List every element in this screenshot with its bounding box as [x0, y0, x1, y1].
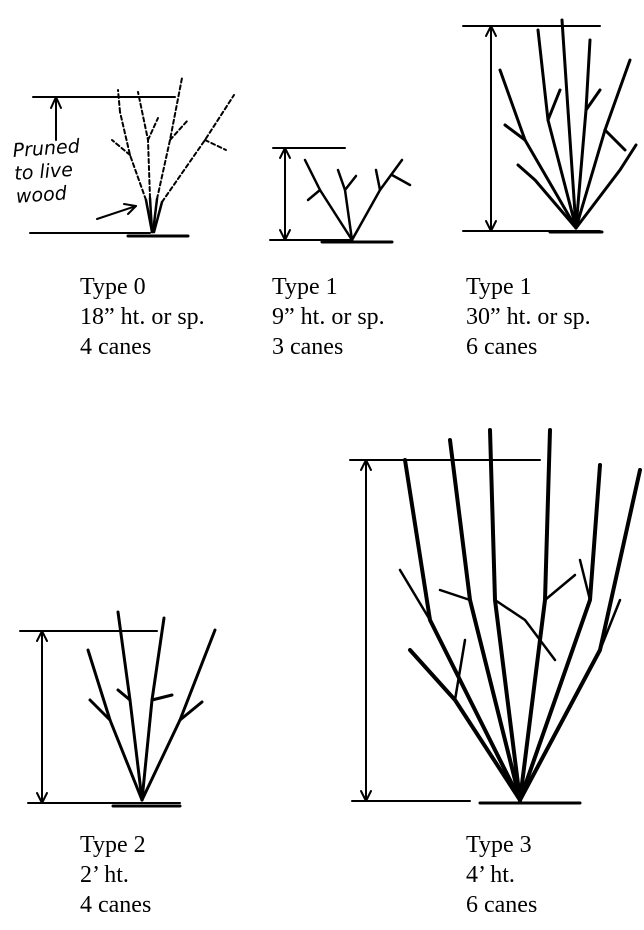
caption-type: Type 1 [272, 272, 385, 302]
caption-type: Type 2 [80, 830, 151, 860]
plant-type-3-drawing [350, 430, 640, 803]
annotation-pruned-to-live-wood: Pruned to live wood [12, 135, 84, 209]
caption-canes: 6 canes [466, 890, 537, 920]
height-measure-type-2 [20, 631, 180, 803]
caption-size: 4’ ht. [466, 860, 537, 890]
caption-type-1-tall: Type 1 30” ht. or sp. 6 canes [466, 272, 591, 362]
caption-type: Type 3 [466, 830, 537, 860]
caption-canes: 3 canes [272, 332, 385, 362]
caption-type-0: Type 0 18” ht. or sp. 4 canes [80, 272, 205, 362]
height-measure-type-1-small [270, 148, 350, 240]
cane-stubs-type-0 [146, 198, 162, 232]
plant-type-2-drawing [20, 612, 215, 806]
plant-type-1-tall-drawing [463, 20, 636, 232]
caption-size: 9” ht. or sp. [272, 302, 385, 332]
caption-type-2: Type 2 2’ ht. 4 canes [80, 830, 151, 920]
caption-canes: 4 canes [80, 332, 205, 362]
height-measure-type-3 [350, 460, 540, 801]
caption-type: Type 0 [80, 272, 205, 302]
caption-canes: 4 canes [80, 890, 151, 920]
caption-size: 2’ ht. [80, 860, 151, 890]
caption-size: 18” ht. or sp. [80, 302, 205, 332]
canes-type-3 [405, 430, 640, 800]
caption-size: 30” ht. or sp. [466, 302, 591, 332]
annotation-line-3: wood [15, 181, 84, 209]
caption-type-3: Type 3 4’ ht. 6 canes [466, 830, 537, 920]
plant-type-1-small-drawing [270, 148, 410, 242]
caption-type: Type 1 [466, 272, 591, 302]
canes-type-1-small [305, 160, 410, 240]
caption-canes: 6 canes [466, 332, 591, 362]
canes-type-2 [88, 612, 215, 800]
canes-type-1-tall [500, 20, 636, 228]
annotation-arrow [97, 204, 136, 219]
caption-type-1-small: Type 1 9” ht. or sp. 3 canes [272, 272, 385, 362]
